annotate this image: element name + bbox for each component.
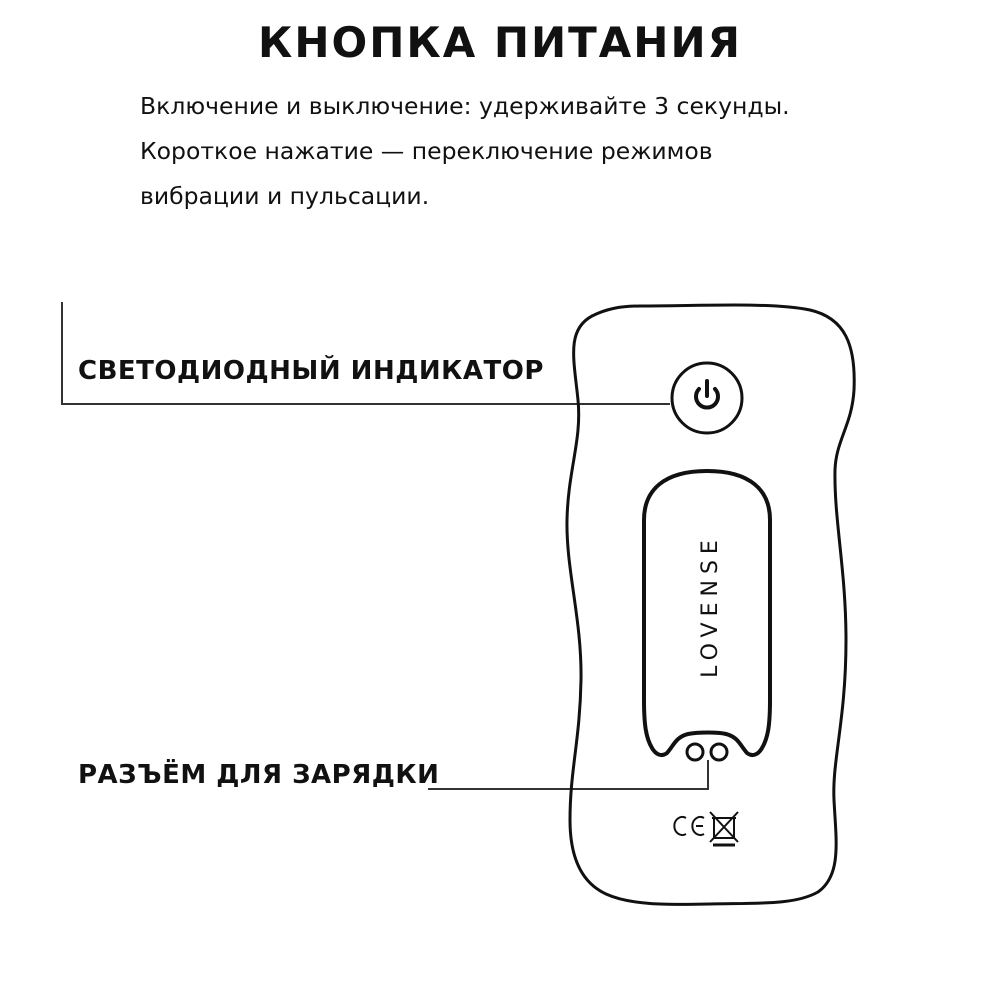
charging-port (685, 742, 729, 762)
power-button[interactable] (670, 361, 744, 435)
description: Включение и выключение: удерживайте 3 се… (140, 84, 980, 219)
ce-mark (673, 816, 705, 836)
description-line-1: Включение и выключение: удерживайте 3 се… (140, 92, 790, 120)
page-title: КНОПКА ПИТАНИЯ (258, 18, 742, 67)
description-line-2: Короткое нажатие — переключение режимов (140, 137, 713, 165)
description-line-3: вибрации и пульсации. (140, 182, 430, 210)
brand-panel (642, 468, 772, 758)
brand-logo: LOVENSE (698, 534, 723, 678)
led-indicator-label: СВЕТОДИОДНЫЙ ИНДИКАТОР (78, 356, 544, 386)
led-leader-line (61, 302, 670, 405)
weee-bin-icon (709, 811, 739, 847)
charging-port-label: РАЗЪЁМ ДЛЯ ЗАРЯДКИ (78, 760, 440, 790)
device-outline (565, 303, 856, 906)
power-icon (694, 379, 720, 410)
charging-leader-line (428, 760, 709, 790)
